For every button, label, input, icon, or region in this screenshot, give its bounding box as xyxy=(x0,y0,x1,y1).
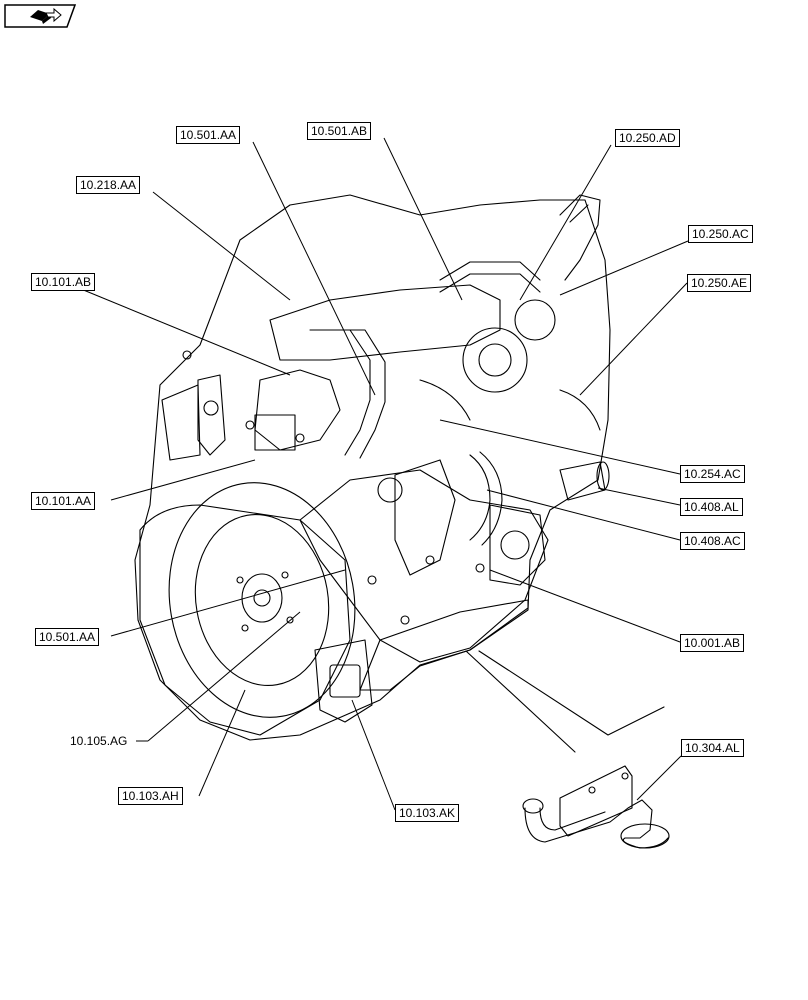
flywheel-center xyxy=(253,589,271,607)
callout-10-501-aa-top[interactable]: 10.501.AA xyxy=(176,126,241,144)
turbocharger xyxy=(462,327,528,393)
callout-10-408-al[interactable]: 10.408.AL xyxy=(680,498,743,516)
flywheel-inner xyxy=(194,513,330,687)
lifting-bracket xyxy=(197,374,226,456)
flywheel-hub xyxy=(241,573,283,623)
callout-10-501-ab[interactable]: 10.501.AB xyxy=(307,122,372,140)
callout-10-103-ah[interactable]: 10.103.AH xyxy=(118,787,183,805)
oil-suction-pipe xyxy=(524,799,669,849)
callout-10-101-aa[interactable]: 10.101.AA xyxy=(31,492,96,510)
callout-10-304-al[interactable]: 10.304.AL xyxy=(681,739,744,757)
callout-10-105-ag[interactable]: 10.105.AG xyxy=(70,734,128,748)
flywheel-ring xyxy=(168,482,356,718)
starter-motor xyxy=(559,461,606,501)
callout-10-250-ad[interactable]: 10.250.AD xyxy=(615,129,680,147)
flywheel-housing xyxy=(139,504,351,736)
intake-pipe xyxy=(309,329,371,456)
engine-block xyxy=(299,469,549,663)
callout-10-501-aa-bottom[interactable]: 10.501.AA xyxy=(35,628,100,646)
callout-10-408-ac[interactable]: 10.408.AC xyxy=(680,532,745,550)
callout-10-001-ab[interactable]: 10.001.AB xyxy=(680,634,745,652)
callout-10-250-ac[interactable]: 10.250.AC xyxy=(688,225,753,243)
callout-10-250-ae[interactable]: 10.250.AE xyxy=(687,274,752,292)
book-arrow-icon[interactable] xyxy=(4,4,76,28)
callout-10-101-ab[interactable]: 10.101.AB xyxy=(31,273,96,291)
callout-10-103-ak[interactable]: 10.103.AK xyxy=(395,804,460,822)
valve-cover xyxy=(269,284,501,361)
exhaust-elbow xyxy=(559,194,601,281)
engine-outline xyxy=(134,194,611,741)
callout-10-218-aa[interactable]: 10.218.AA xyxy=(76,176,141,194)
callout-10-254-ac[interactable]: 10.254.AC xyxy=(680,465,745,483)
gear-housing xyxy=(314,639,373,723)
oil-pan xyxy=(359,599,529,691)
